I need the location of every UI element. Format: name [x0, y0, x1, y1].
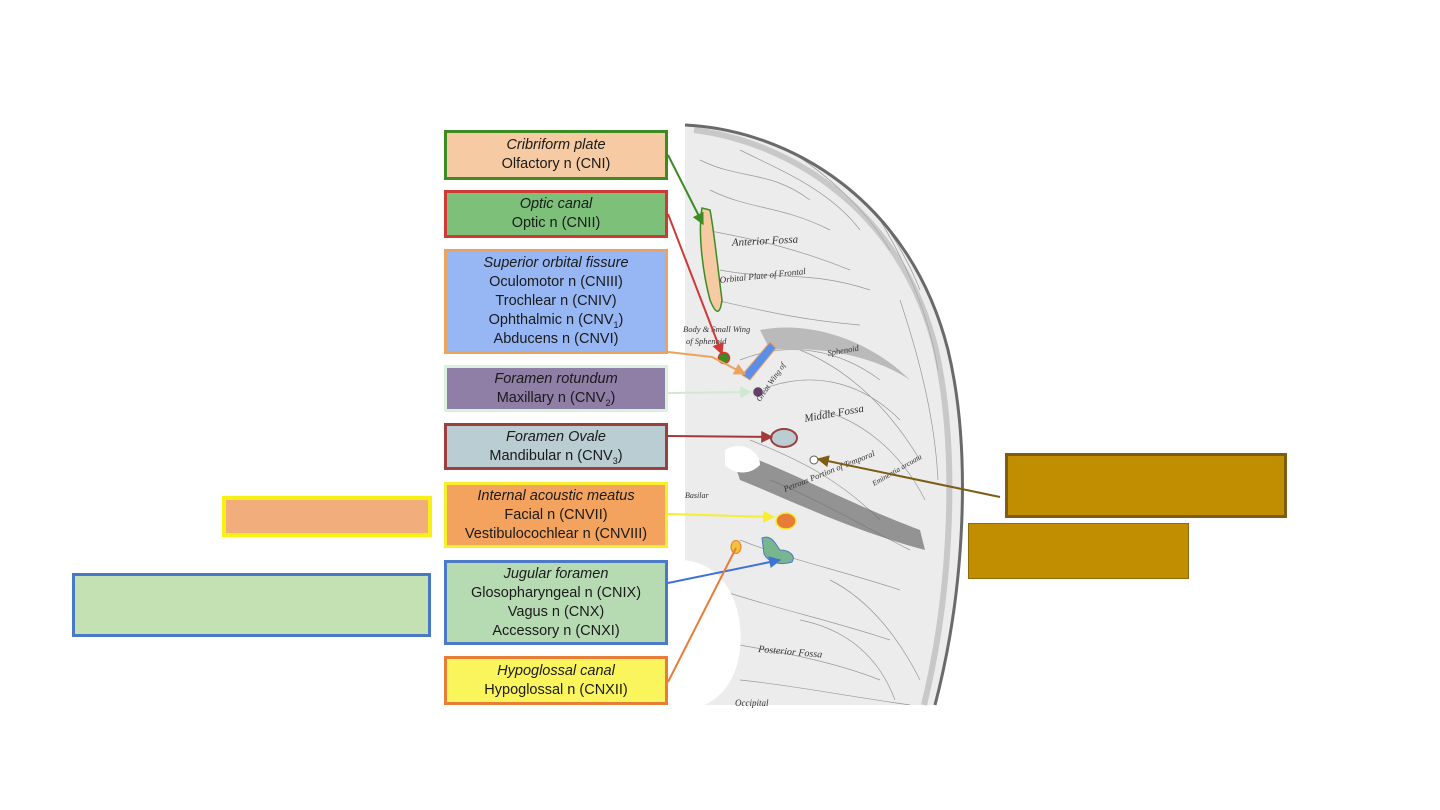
hypoglossal-canal-highlight [730, 540, 742, 554]
blank-label-gold [1005, 453, 1287, 518]
skull-label-of-sphenoid: of Sphenoid [686, 336, 727, 346]
label-internal-acoustic-meatus: Internal acoustic meatus Facial n (CNVII… [444, 482, 668, 548]
skull-base-illustration: Anterior Fossa Orbital Plate of Frontal … [683, 123, 964, 708]
label-title: Optic canal [519, 196, 593, 212]
label-hypoglossal-canal: Hypoglossal canal Hypoglossal n (CNXII) [444, 656, 668, 705]
label-nerve: Glosopharyngeal n (CNIX) [470, 584, 642, 601]
label-nerve: Olfactory n (CNI) [501, 156, 611, 172]
label-title: Foramen Ovale [506, 428, 606, 445]
label-superior-orbital-fissure: Superior orbital fissure Oculomotor n (C… [444, 249, 668, 354]
label-nerve: Facial n (CNVII) [504, 506, 608, 523]
foramen-rotundum-highlight [751, 385, 765, 399]
leader-sof [667, 351, 747, 375]
label-title: Hypoglossal canal [497, 662, 615, 679]
label-nerve: Accessory n (CNXI) [492, 622, 620, 639]
label-foramen-rotundum: Foramen rotundum Maxillary n (CNV2) [444, 365, 668, 412]
blank-label-orange [222, 496, 432, 537]
superior-orbital-fissure-highlight [741, 341, 777, 381]
leader-spinosum [816, 455, 1001, 498]
leader-iam [667, 510, 776, 523]
label-nerve: Vagus n (CNX) [507, 603, 605, 620]
leader-ovale [667, 430, 774, 443]
label-nerve: Hypoglossal n (CNXII) [484, 681, 628, 698]
skull-label-body-small-wing: Body & Small Wing [683, 324, 750, 334]
label-nerve: Mandibular n (CNV3) [489, 447, 623, 466]
label-title: Superior orbital fissure [483, 255, 629, 271]
label-title: Foramen rotundum [494, 370, 618, 387]
blank-label-gold-lower [968, 523, 1189, 579]
internal-acoustic-meatus-highlight [775, 512, 797, 530]
label-nerve: Optic n (CNII) [511, 215, 601, 231]
label-nerve: Vestibulocochlear n (CNVIII) [464, 525, 648, 542]
label-nerve: Maxillary n (CNV2) [496, 389, 616, 408]
skull-label-anterior-fossa: Anterior Fossa [731, 234, 799, 250]
leader-cribriform [667, 154, 704, 226]
leader-rotundum [667, 386, 753, 399]
label-nerve: Abducens n (CNVI) [493, 331, 619, 347]
skull-label-basilar: Basilar [685, 491, 709, 500]
label-title: Internal acoustic meatus [477, 487, 635, 504]
leader-optic [667, 213, 724, 356]
label-optic-canal: Optic canal Optic n (CNII) [444, 190, 668, 238]
label-nerve: Trochlear n (CNIV) [495, 293, 617, 309]
blank-label-green [72, 573, 431, 637]
label-nerve: Ophthalmic n (CNV1) [488, 312, 624, 330]
leader-hypoglossal [667, 547, 737, 683]
label-cribriform-plate: Cribriform plate Olfactory n (CNI) [444, 130, 668, 180]
label-foramen-ovale: Foramen Ovale Mandibular n (CNV3) [444, 423, 668, 470]
skull-label-occipital: Occipital [735, 698, 769, 708]
label-title: Jugular foramen [503, 565, 609, 582]
label-jugular-foramen: Jugular foramen Glosopharyngeal n (CNIX)… [444, 560, 668, 645]
label-nerve: Oculomotor n (CNIII) [489, 274, 623, 290]
cribriform-plate-highlight [699, 207, 723, 312]
label-title: Cribriform plate [506, 137, 606, 153]
